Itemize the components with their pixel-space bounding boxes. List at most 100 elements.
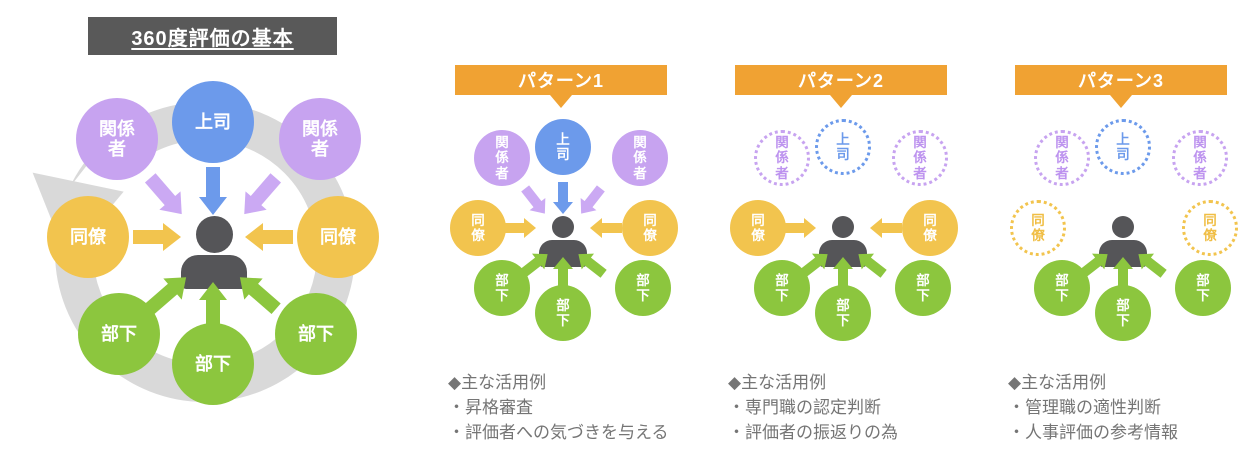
circle-label: 部下 [836, 297, 850, 328]
circle-stakeholder-left-excluded: 関係者 [1034, 130, 1090, 186]
circle-colleague-left: 同僚 [730, 200, 786, 256]
person-body [819, 240, 867, 267]
usage-item: ・昇格審査 [448, 398, 533, 417]
circle-label: 関係者 [1193, 135, 1207, 181]
arrow-colleague-left-icon [133, 223, 181, 251]
person-head [552, 216, 574, 238]
person-head [195, 216, 233, 253]
circle-label: 同僚 [320, 226, 356, 247]
pattern-3-usage-notes: ◆主な活用例 ・管理職の適性判断 ・人事評価の参考情報 [1008, 370, 1258, 445]
circle-subordinate-center: 部下 [815, 285, 871, 341]
pattern-1: パターン1 上司 関係者 関係者 同僚 同僚 部下 部下 部下 ◆主な活用例 ・… [440, 60, 700, 459]
circle-boss: 上司 [172, 81, 254, 163]
circle-label: 同僚 [751, 212, 765, 243]
usage-item: ・評価者の振返りの為 [728, 423, 898, 442]
person-head [832, 216, 854, 238]
usage-title: ◆主な活用例 [448, 373, 547, 392]
circle-label: 関係者 [301, 118, 338, 159]
circle-colleague-right: 同僚 [297, 196, 379, 278]
pattern-2-header-pointer-icon [830, 95, 852, 108]
usage-item: ・評価者への気づきを与える [448, 423, 669, 442]
pattern-1-usage-notes: ◆主な活用例 ・昇格審査 ・評価者への気づきを与える [448, 370, 698, 445]
circle-label: 同僚 [1031, 212, 1045, 243]
circle-label: 同僚 [643, 212, 657, 243]
circle-stakeholder-right: 関係者 [612, 130, 668, 186]
circle-label: 上司 [556, 131, 570, 162]
arrow-subordinate-center-icon [553, 257, 573, 289]
circle-label: 部下 [636, 272, 650, 303]
circle-label: 部下 [1116, 297, 1130, 328]
circle-label: 部下 [298, 323, 334, 344]
circle-boss: 上司 [535, 119, 591, 175]
pattern-2: パターン2 上司 関係者 関係者 同僚 同僚 部下 部下 部下 ◆主な活用例 ・… [720, 60, 980, 459]
circle-label: 部下 [916, 272, 930, 303]
arrow-boss-icon [199, 167, 227, 215]
arrow-colleague-left-icon [504, 218, 536, 238]
person-icon [181, 216, 247, 289]
circle-label: 関係者 [775, 135, 789, 181]
circle-stakeholder-right-excluded: 関係者 [892, 130, 948, 186]
circle-label: 部下 [495, 272, 509, 303]
arrow-colleague-left-icon [784, 218, 816, 238]
arrow-colleague-right-icon [590, 218, 622, 238]
circle-label: 部下 [101, 323, 137, 344]
circle-label: 関係者 [98, 118, 135, 159]
arrow-stakeholder-left-icon [517, 182, 553, 220]
circle-stakeholder-right-excluded: 関係者 [1172, 130, 1228, 186]
person-icon [539, 216, 587, 267]
arrow-subordinate-center-icon [199, 282, 227, 330]
page-title: 360度評価の基本 [131, 27, 294, 50]
circle-subordinate-center: 部下 [172, 323, 254, 405]
pattern-2-header-label: パターン2 [797, 71, 885, 91]
circle-subordinate-right: 部下 [1175, 260, 1231, 316]
circle-label: 関係者 [1055, 135, 1069, 181]
circle-subordinate-right: 部下 [615, 260, 671, 316]
arrow-subordinate-center-icon [1113, 257, 1133, 289]
circle-label: 関係者 [913, 135, 927, 181]
circle-label: 上司 [836, 131, 850, 162]
circle-colleague-right-excluded: 同僚 [1182, 200, 1238, 256]
circle-colleague-right: 同僚 [622, 200, 678, 256]
circle-label: 部下 [1196, 272, 1210, 303]
arrow-subordinate-center-icon [833, 257, 853, 289]
pattern-2-usage-notes: ◆主な活用例 ・専門職の認定判断 ・評価者の振返りの為 [728, 370, 978, 445]
circle-label: 同僚 [1203, 212, 1217, 243]
arrow-colleague-right-icon [870, 218, 902, 238]
circle-subordinate-left: 部下 [78, 293, 160, 375]
pattern-1-header-label: パターン1 [517, 71, 605, 91]
usage-item: ・人事評価の参考情報 [1008, 423, 1178, 442]
person-body [1099, 240, 1147, 267]
circle-subordinate-right: 部下 [275, 293, 357, 375]
arrow-colleague-right-icon [245, 223, 293, 251]
circle-subordinate-right: 部下 [895, 260, 951, 316]
circle-boss-excluded: 上司 [815, 119, 871, 175]
circle-stakeholder-left-excluded: 関係者 [754, 130, 810, 186]
circle-label: 同僚 [923, 212, 937, 243]
pattern-2-header: パターン2 [735, 65, 947, 95]
circle-label: 関係者 [633, 135, 647, 181]
arrow-stakeholder-right-icon [573, 182, 608, 220]
circle-subordinate-center: 部下 [1095, 285, 1151, 341]
circle-subordinate-center: 部下 [535, 285, 591, 341]
circle-stakeholder-right: 関係者 [279, 98, 361, 180]
arrow-boss-icon [553, 182, 573, 214]
pattern-1-header-pointer-icon [550, 95, 572, 108]
pattern-1-header: パターン1 [455, 65, 667, 95]
pattern-3-header-pointer-icon [1110, 95, 1132, 108]
person-icon [1099, 216, 1147, 267]
circle-stakeholder-left: 関係者 [474, 130, 530, 186]
circle-label: 関係者 [495, 135, 509, 181]
person-body [539, 240, 587, 267]
circle-label: 同僚 [471, 212, 485, 243]
title-banner: 360度評価の基本 [88, 17, 337, 55]
circle-label: 上司 [195, 111, 231, 132]
person-head [1112, 216, 1134, 238]
circle-label: 部下 [195, 353, 231, 374]
circle-stakeholder-left: 関係者 [76, 98, 158, 180]
pattern-3-header: パターン3 [1015, 65, 1227, 95]
person-body [181, 255, 247, 289]
usage-item: ・専門職の認定判断 [728, 398, 881, 417]
circle-colleague-right: 同僚 [902, 200, 958, 256]
usage-item: ・管理職の適性判断 [1008, 398, 1161, 417]
